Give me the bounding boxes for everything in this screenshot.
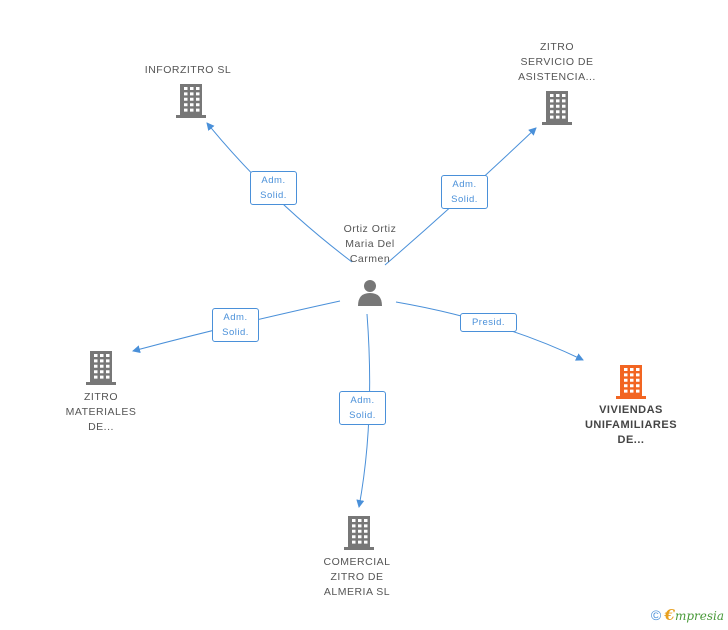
company-label: ZITRO SERVICIO DE ASISTENCIA... [518, 41, 596, 83]
company-node-comercial[interactable]: COMERCIAL ZITRO DE ALMERIA SL [297, 555, 417, 600]
relation-label-servicio[interactable]: Adm. Solid. [441, 175, 488, 209]
brand-logo-text: mpresia [674, 609, 724, 623]
building-icon[interactable] [86, 351, 116, 385]
company-node-servicio[interactable]: ZITRO SERVICIO DE ASISTENCIA... [497, 40, 617, 85]
building-icon[interactable] [542, 91, 572, 125]
relation-label-materiales[interactable]: Adm. Solid. [212, 308, 259, 342]
building-icon[interactable] [344, 516, 374, 550]
center-person-node[interactable]: Ortiz Ortiz Maria Del Carmen [315, 222, 425, 267]
person-name: Ortiz Ortiz Maria Del Carmen [343, 223, 397, 265]
company-label: VIVIENDAS UNIFAMILIARES DE... [584, 404, 678, 446]
relation-label-comercial[interactable]: Adm. Solid. [339, 391, 386, 425]
company-node-viviendas[interactable]: VIVIENDAS UNIFAMILIARES DE... [566, 403, 696, 448]
copyright-symbol: © [650, 607, 662, 623]
company-node-inforzitro[interactable]: INFORZITRO SL [128, 63, 248, 78]
company-label: COMERCIAL ZITRO DE ALMERIA SL [323, 556, 391, 598]
brand-logo-e: € [664, 606, 675, 624]
building-icon[interactable] [616, 365, 646, 399]
brand-footer: © €mpresia [651, 606, 724, 624]
person-icon[interactable] [356, 278, 384, 306]
relation-label-viviendas[interactable]: Presid. [460, 313, 517, 332]
building-icon[interactable] [176, 84, 206, 118]
company-node-materiales[interactable]: ZITRO MATERIALES DE... [41, 390, 161, 435]
company-label: ZITRO MATERIALES DE... [65, 391, 137, 433]
company-label: INFORZITRO SL [144, 64, 232, 76]
relation-label-inforzitro[interactable]: Adm. Solid. [250, 171, 297, 205]
